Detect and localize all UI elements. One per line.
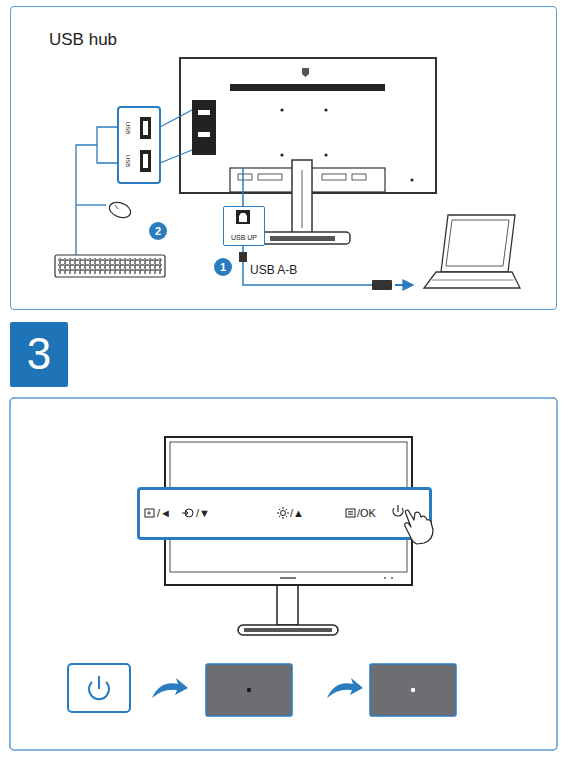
port-box: USB UP — [223, 206, 265, 246]
cable-label: USB A-B — [250, 264, 297, 277]
callout-number: 1 — [214, 258, 232, 276]
node-text: 2 — [155, 225, 161, 237]
laptop — [424, 215, 520, 288]
button-icons — [145, 505, 403, 519]
step-number: 3 — [10, 322, 68, 387]
port-label: USB — [125, 122, 132, 134]
power-sequence — [68, 664, 456, 716]
peripheral-wires — [76, 127, 118, 255]
port-label: USB — [125, 155, 132, 167]
mouse — [107, 200, 132, 221]
monitor-back — [180, 58, 436, 244]
pointing-hand — [405, 510, 433, 544]
node-label: /▲ — [290, 507, 304, 519]
keyboard — [55, 255, 165, 277]
callout-number: 2 — [149, 222, 167, 240]
node-label: /◄ — [157, 507, 171, 519]
node-label: /▼ — [196, 507, 210, 519]
node-text: USB UP — [231, 234, 257, 242]
node-label: USB hub — [49, 31, 117, 50]
node-text: 3 — [27, 330, 51, 378]
node-text: 1 — [220, 261, 226, 273]
node-label: /OK — [357, 507, 376, 519]
usb-port-callout — [118, 107, 192, 183]
panel-frame — [10, 398, 557, 750]
usb-b-port-icon — [236, 210, 250, 224]
button-bar: /◄ /▼ /▲ /OK — [137, 487, 432, 540]
